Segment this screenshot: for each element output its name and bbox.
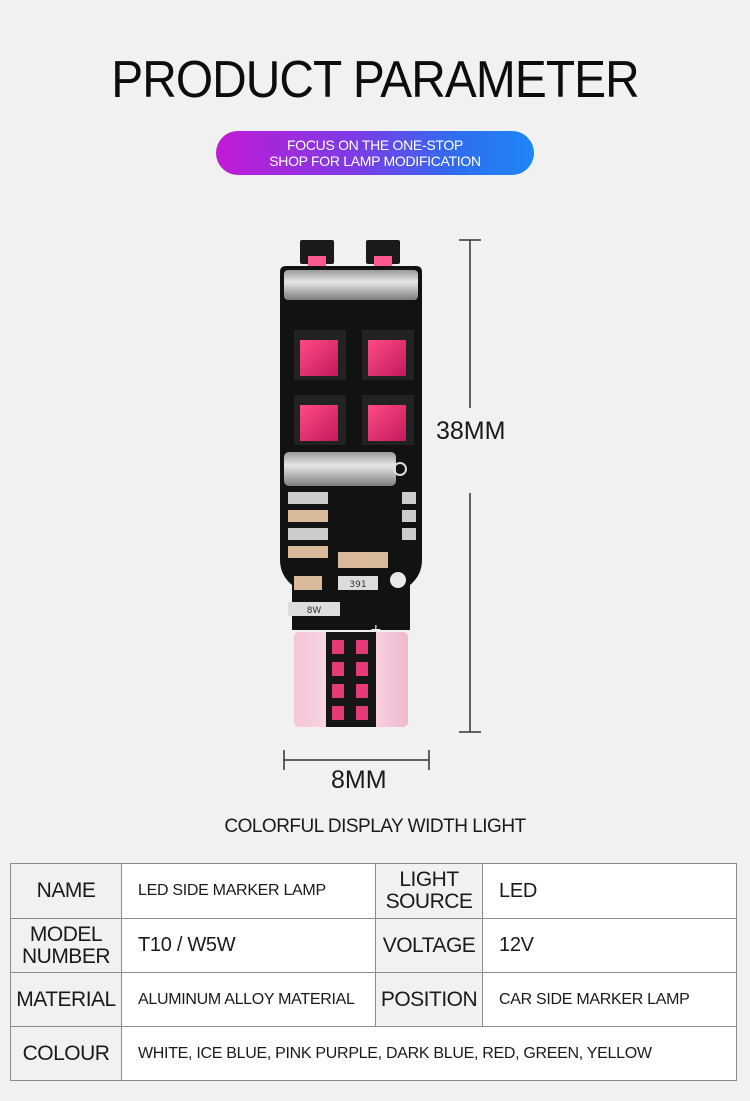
spec-row: NAME LED SIDE MARKER LAMP LIGHT SOURCE L… — [10, 863, 737, 919]
material-label: MATERIAL — [16, 987, 116, 1011]
resistor-marking-a: 391 — [349, 580, 366, 590]
voltage-value: 12V — [499, 934, 534, 956]
spec-key-light-source: LIGHT SOURCE — [375, 863, 483, 919]
model-label-line-1: MODEL — [29, 922, 103, 946]
spec-key-voltage: VOLTAGE — [375, 918, 483, 973]
light-source-label-line-2: SOURCE — [385, 890, 473, 913]
spec-row: COLOUR WHITE, ICE BLUE, PINK PURPLE, DAR… — [10, 1026, 737, 1081]
resistor-marking-b: 8W — [307, 606, 322, 616]
spec-value-position: CAR SIDE MARKER LAMP — [482, 972, 737, 1027]
width-dimension-line — [283, 750, 430, 770]
position-label: POSITION — [380, 987, 478, 1011]
colour-value: WHITE, ICE BLUE, PINK PURPLE, DARK BLUE,… — [138, 1044, 652, 1062]
spec-key-name: NAME — [10, 863, 122, 919]
colour-label: COLOUR — [22, 1041, 110, 1065]
height-dimension-line — [459, 239, 481, 733]
spec-key-model: MODEL NUMBER — [10, 918, 122, 973]
banner-line-1: FOCUS ON THE ONE-STOP — [287, 137, 463, 153]
width-dimension-label: 8MM — [331, 766, 387, 794]
spec-row: MATERIAL ALUMINUM ALLOY MATERIAL POSITIO… — [10, 972, 737, 1027]
spec-value-voltage: 12V — [482, 918, 737, 973]
spec-value-model: T10 / W5W — [121, 918, 376, 973]
spec-row: MODEL NUMBER T10 / W5W VOLTAGE 12V — [10, 918, 737, 973]
promo-banner: FOCUS ON THE ONE-STOP SHOP FOR LAMP MODI… — [216, 131, 534, 175]
material-value: ALUMINUM ALLOY MATERIAL — [138, 990, 355, 1008]
spec-value-name: LED SIDE MARKER LAMP — [121, 863, 376, 919]
led-bulb-illustration: 391 8W + — [280, 240, 422, 727]
name-value: LED SIDE MARKER LAMP — [138, 882, 326, 899]
model-value: T10 / W5W — [138, 934, 236, 956]
polarity-marking: + — [370, 622, 382, 638]
page-title: PRODUCT PARAMETER — [111, 51, 639, 109]
spec-value-light-source: LED — [482, 863, 737, 919]
spec-table: NAME LED SIDE MARKER LAMP LIGHT SOURCE L… — [10, 863, 737, 1081]
light-source-value: LED — [499, 879, 538, 902]
spec-value-colour: WHITE, ICE BLUE, PINK PURPLE, DARK BLUE,… — [121, 1026, 737, 1081]
spec-key-material: MATERIAL — [10, 972, 122, 1027]
name-label: NAME — [36, 879, 96, 902]
spec-value-material: ALUMINUM ALLOY MATERIAL — [121, 972, 376, 1027]
height-dimension-label: 38MM — [436, 417, 506, 445]
banner-line-2: SHOP FOR LAMP MODIFICATION — [269, 153, 481, 169]
spec-key-position: POSITION — [375, 972, 483, 1027]
light-source-label-line-1: LIGHT — [399, 868, 459, 891]
spec-key-colour: COLOUR — [10, 1026, 122, 1081]
product-caption: COLORFUL DISPLAY WIDTH LIGHT — [224, 816, 526, 837]
voltage-label: VOLTAGE — [382, 933, 476, 957]
position-value: CAR SIDE MARKER LAMP — [499, 990, 690, 1008]
model-label-line-2: NUMBER — [21, 944, 111, 968]
